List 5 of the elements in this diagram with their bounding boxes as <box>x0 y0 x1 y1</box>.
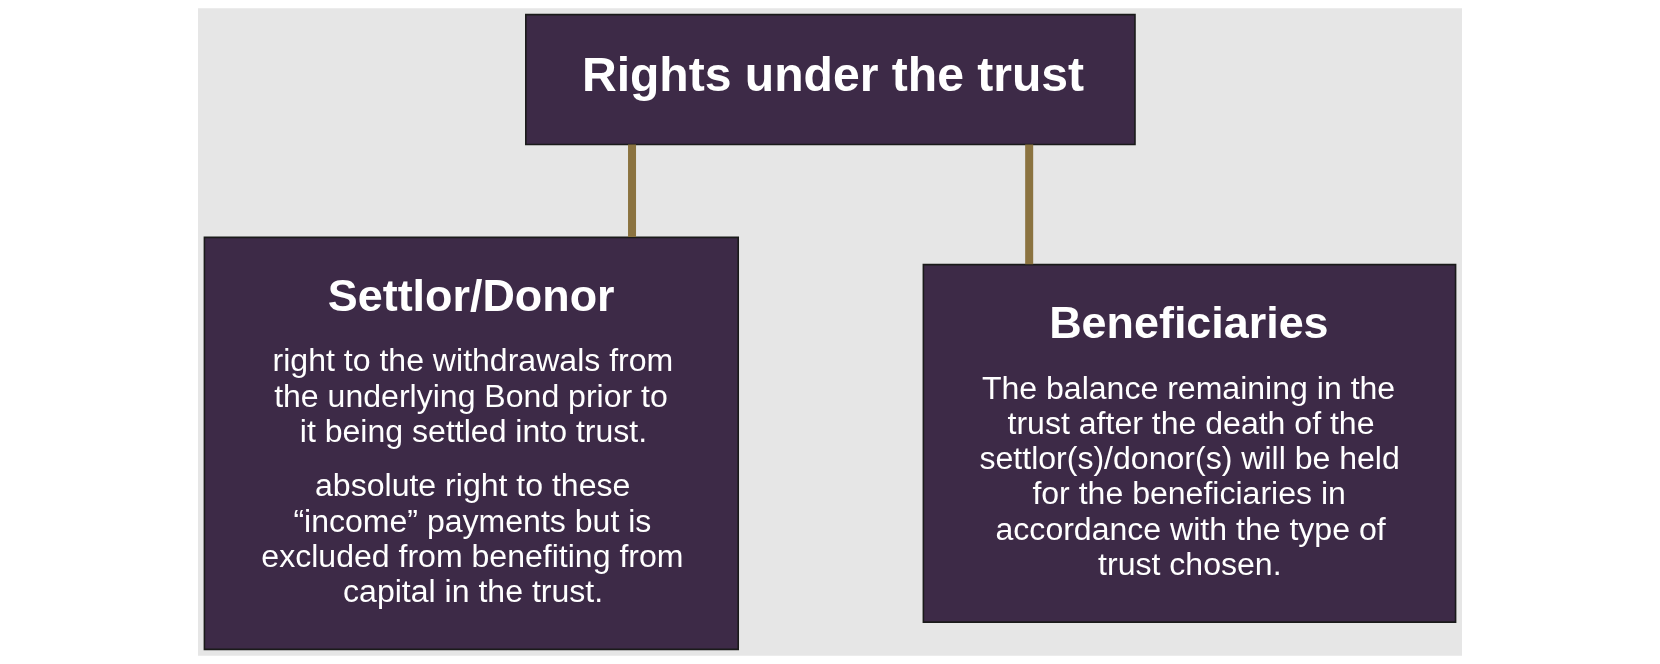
node-box: Rights under the trust <box>525 13 1136 146</box>
node-box: Settlor/Donor right to the withdrawals from the underlying Bond prior to it being settled into trust. absolute right to these “income” payments but is excluded from benefiting from capital in the trust. <box>203 236 740 651</box>
connector <box>1025 144 1034 265</box>
connector <box>628 144 637 237</box>
node-box: Beneficiaries The balance remaining in the trust after the death of the settlor(s)/donor(s) will be held for the beneficiaries in accordance with the type of trust chosen. <box>922 263 1457 623</box>
